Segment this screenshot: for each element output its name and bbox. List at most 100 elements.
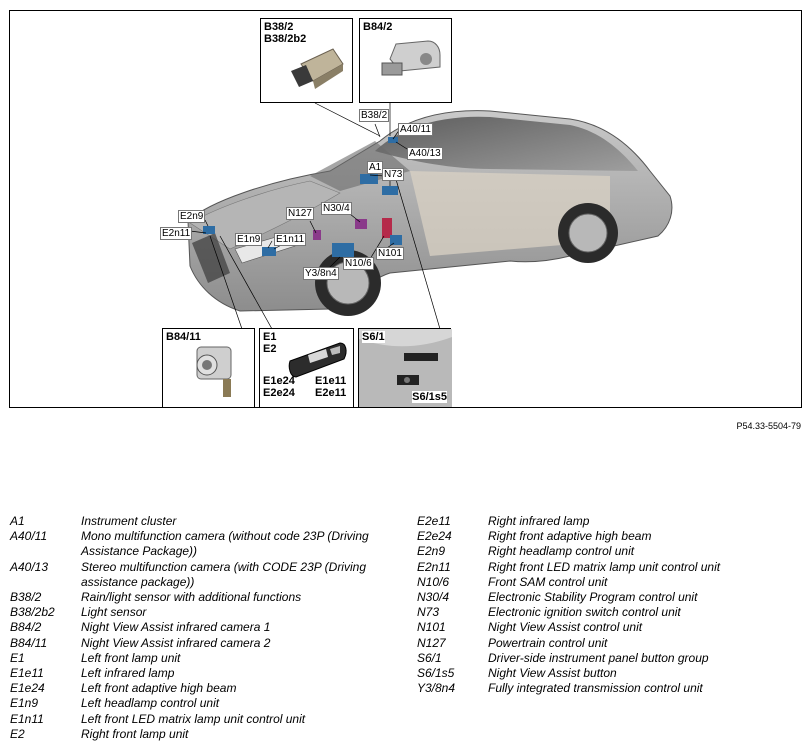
legend-row: B84/11 Night View Assist infrared camera … [10, 636, 388, 651]
callout-e1n9: E1n9 [235, 233, 263, 246]
inset-instrument-panel-button-group: S6/1 S6/1s5 [358, 328, 452, 407]
legend-description: Light sensor [81, 605, 147, 620]
legend-row: B84/2 Night View Assist infrared camera 1 [10, 620, 388, 635]
inset-label-e1e24: E1e24 [263, 375, 295, 387]
legend-code: B84/2 [10, 620, 42, 635]
legend-description: Electronic ignition switch control unit [488, 605, 681, 620]
legend-code: E2n11 [417, 559, 451, 574]
rear-rim [568, 213, 608, 253]
legend-description: Left infrared lamp [81, 666, 175, 681]
inset-label-s6-1: S6/1 [362, 331, 385, 343]
legend-description: Powertrain control unit [488, 635, 608, 650]
component-marker-n73 [382, 186, 398, 195]
legend-row: A40/11 Mono multifunction camera (without… [10, 529, 388, 559]
legend-description: Left headlamp control unit [81, 696, 220, 711]
legend-code: E1e24 [10, 681, 45, 696]
legend-description: Right front lamp unit [81, 726, 189, 741]
inset-label-s6-1s5: S6/1s5 [412, 391, 447, 403]
inset-label-e2e24: E2e24 [263, 387, 295, 399]
legend-description: Driver-side instrument panel button grou… [488, 650, 709, 665]
legend-code: E2e11 [417, 514, 451, 528]
callout-a40-13: A40/13 [407, 147, 443, 160]
grille [192, 233, 230, 283]
inset-label-b38-2: B38/2 [264, 21, 294, 33]
legend-row: E2e11 Right infrared lamp [417, 514, 802, 529]
legend-description: Instrument cluster [81, 514, 177, 528]
legend-row: S6/1 Driver-side instrument panel button … [417, 651, 802, 666]
callout-e1n11: E1n11 [274, 233, 307, 246]
legend-code: Y3/8n4 [417, 681, 456, 696]
inset-label-b38-2b2: B38/2b2 [264, 33, 307, 45]
legend-code: B38/2b2 [10, 605, 55, 620]
infrared-camera-2-image [196, 346, 232, 397]
legend-description: Night View Assist infrared camera 2 [81, 635, 271, 650]
leader-lines [189, 83, 441, 330]
legend-description: Left front adaptive high beam [81, 681, 237, 696]
legend-row: E2n11 Right front LED matrix lamp unit co… [417, 560, 802, 575]
inset-rain-light-sensor: B38/2 B38/2b2 [260, 18, 353, 103]
legend-description: Right front LED matrix lamp unit control… [488, 559, 721, 574]
windshield [310, 141, 410, 191]
legend-code: N30/4 [417, 590, 450, 605]
legend-row: Y3/8n4 Fully integrated transmission cont… [417, 681, 802, 696]
legend-description: Mono multifunction camera (without code … [81, 529, 369, 559]
legend-code: E1n11 [10, 711, 44, 726]
legend-code: A1 [10, 514, 25, 528]
infrared-camera-1-image [381, 40, 441, 76]
inset-label-e1: E1 [263, 331, 277, 343]
callout-a1: A1 [367, 161, 384, 174]
legend-code: N127 [417, 635, 446, 650]
legend-row: E1n9 Left headlamp control unit [10, 696, 388, 711]
legend-description: Right front adaptive high beam [488, 529, 652, 544]
legend-description: Right infrared lamp [488, 514, 590, 528]
legend-code: N101 [417, 620, 446, 635]
inset-label-e2: E2 [263, 343, 277, 355]
callout-n10-6: N10/6 [343, 257, 374, 270]
legend-code: E2 [10, 726, 25, 741]
legend-description: Left front LED matrix lamp unit control … [81, 711, 306, 726]
component-marker-n30-4 [355, 219, 367, 229]
legend-code: E1n9 [10, 696, 39, 711]
legend-description: Night View Assist control unit [488, 620, 643, 635]
legend-description: Fully integrated transmission control un… [488, 681, 703, 696]
inset-front-lamp-unit: E1 E2 E1e24 E2e24 E1e11 E2e11 [259, 328, 354, 407]
callout-a40-11: A40/11 [398, 123, 433, 136]
legend-code: B38/2 [10, 590, 42, 605]
callout-n127: N127 [286, 207, 314, 220]
legend-description: Night View Assist infrared camera 1 [81, 620, 271, 635]
front-lamp-unit-image [288, 342, 347, 378]
legend-row: E2 Right front lamp unit [10, 727, 388, 742]
legend-row: E1n11 Left front LED matrix lamp unit con… [10, 712, 388, 727]
callout-e2n9: E2n9 [178, 210, 206, 223]
legend-row: N101 Night View Assist control unit [417, 620, 802, 635]
legend-code: E2n9 [417, 544, 446, 559]
callout-n30-4: N30/4 [321, 202, 352, 215]
inset-label-e2e11: E2e11 [315, 387, 347, 399]
component-marker-a40 [388, 137, 398, 143]
legend-row: A1 Instrument cluster [10, 514, 388, 529]
figure-reference-number: P54.33-5504-79 [736, 421, 801, 431]
legend-code: N10/6 [417, 574, 450, 589]
legend-code: S6/1 [417, 650, 442, 665]
button-group-image [359, 329, 452, 407]
legend-code: E1e11 [10, 666, 44, 681]
legend-code: A40/11 [10, 529, 48, 544]
inset-label-b84-11: B84/11 [166, 331, 201, 343]
callout-e2n11: E2n11 [160, 227, 193, 240]
component-marker-n10-6 [382, 218, 392, 238]
callout-y3-8n4: Y3/8n4 [303, 267, 339, 280]
component-location-figure: B38/2 A40/11 A40/13 A1 N73 E2n9 E2n11 N1… [9, 10, 802, 408]
legend-row: A40/13 Stereo multifunction camera (with … [10, 560, 388, 590]
inset-infrared-camera-1: B84/2 [359, 18, 452, 103]
legend-code: B84/11 [10, 635, 48, 650]
legend-description: Stereo multifunction camera (with CODE 2… [81, 559, 366, 589]
legend-code: A40/13 [10, 559, 49, 574]
car-illustration [187, 83, 673, 330]
callout-n101: N101 [376, 247, 404, 260]
